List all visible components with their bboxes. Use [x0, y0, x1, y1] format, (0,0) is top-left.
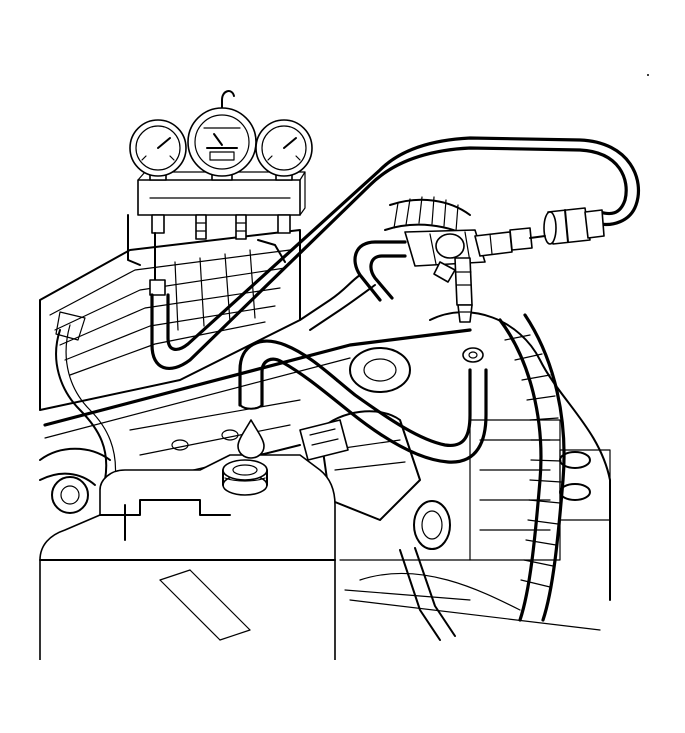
gauge-right	[255, 119, 313, 181]
approved-fuel-container	[39, 454, 336, 660]
stray-mark	[647, 74, 649, 76]
valve-cap-washer	[462, 347, 484, 363]
fuel-rail-service-valve	[353, 227, 546, 363]
ribbed-hose-right	[498, 313, 566, 622]
wiring-harness-left	[39, 311, 117, 514]
engine-rail-bar	[43, 328, 472, 427]
fuel-pressure-gauge-hose	[150, 136, 641, 370]
fuel-supply-line	[257, 239, 376, 331]
bleed-drain-hose	[237, 339, 488, 464]
gauge-left	[129, 119, 187, 181]
fuel-drip	[237, 419, 265, 459]
gauge-center	[187, 107, 257, 181]
hose-quick-connect-fitting	[543, 207, 605, 245]
container-filler-neck	[222, 459, 268, 496]
pressure-gauge-set	[127, 90, 313, 296]
manifold-valve-knobs	[151, 214, 291, 240]
gauge-hanger-hook	[221, 90, 235, 123]
throttle-body	[319, 347, 456, 641]
